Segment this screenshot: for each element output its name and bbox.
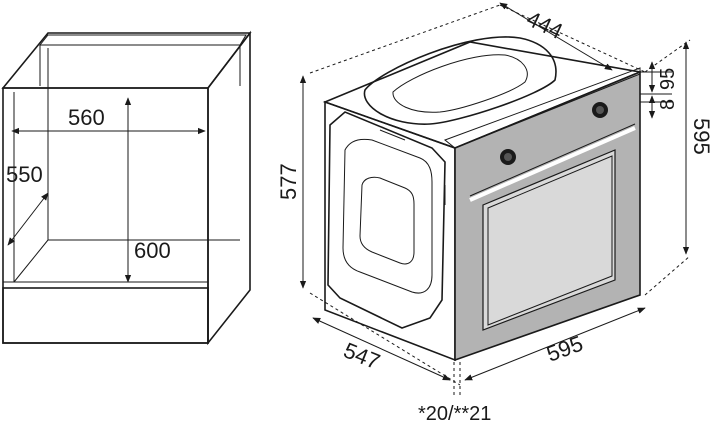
oven-side-depth-arrow (312, 317, 451, 381)
oven-side-housing (327, 111, 446, 329)
cabinet-front (2, 87, 209, 344)
oven-height-label: 595 (689, 118, 711, 155)
oven-top-offset-label: 95 (657, 68, 679, 90)
cabinet-height-label: 600 (134, 238, 171, 263)
cabinet-drawing: 560 550 600 (1, 30, 252, 346)
oven-depth-label: 444 (523, 6, 567, 44)
cabinet-depth-label: 550 (6, 162, 43, 187)
oven-window (482, 149, 616, 331)
cabinet-width-label: 560 (68, 105, 105, 130)
oven-side-height-label: 577 (276, 163, 301, 200)
oven-drawing: 444 95 8 595 577 547 595 *20/**21 (276, 2, 711, 425)
oven-width-label: 595 (543, 331, 586, 367)
footnote-label: *20/**21 (418, 403, 491, 425)
oven-width-arrow (464, 307, 646, 381)
oven-side-depth-label: 547 (340, 337, 383, 374)
cabinet-depth-arrow (7, 192, 49, 246)
cabinet-side (207, 30, 251, 346)
oven-top-bulge (363, 36, 557, 125)
oven-handle (469, 126, 636, 202)
oven-depth-arrow (499, 2, 613, 71)
oven-gap-label: 8 (657, 99, 679, 110)
cabinet-plinth (2, 287, 209, 344)
oven-side (324, 100, 456, 362)
